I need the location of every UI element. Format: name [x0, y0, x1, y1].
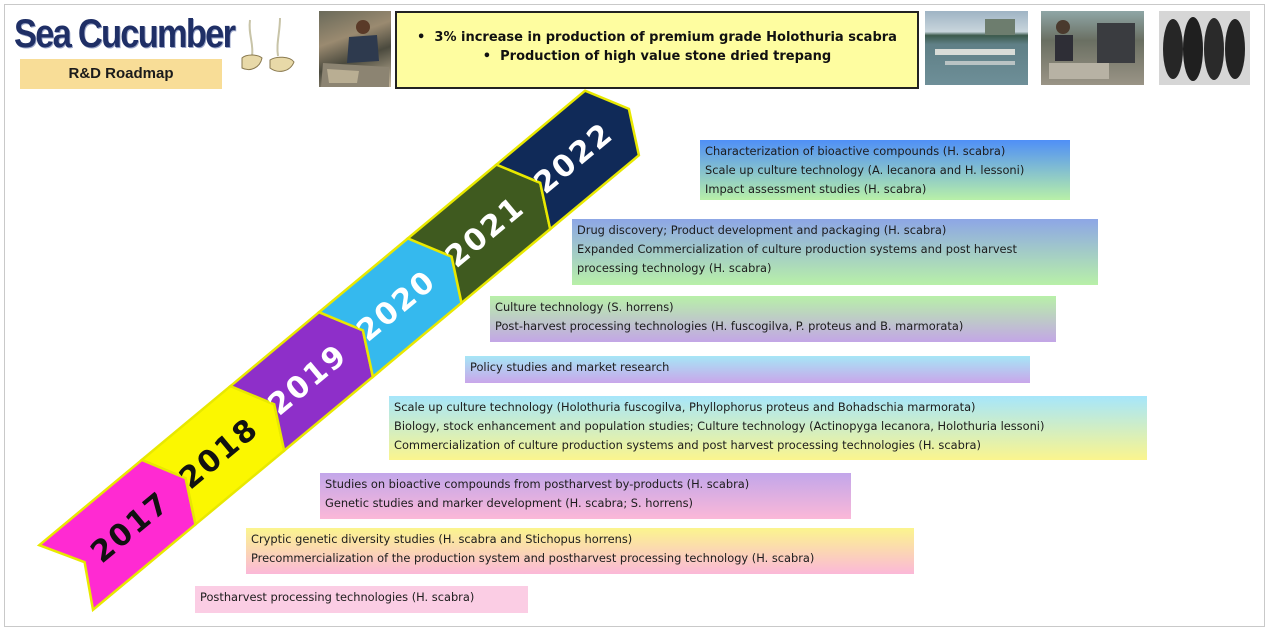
activity-band-2019-policy: Policy studies and market research — [465, 356, 1030, 383]
shovels-image — [236, 14, 302, 82]
activity-band-2022: Characterization of bioactive compounds … — [700, 140, 1070, 200]
activity-line: Scale up culture technology (A. lecanora… — [705, 163, 1025, 177]
activity-band-2021: Drug discovery; Product development and … — [572, 219, 1098, 285]
activity-band-2017: Cryptic genetic diversity studies (H. sc… — [246, 528, 914, 574]
processing-photo — [1041, 11, 1144, 85]
dried-trepang-photo — [1159, 11, 1250, 85]
year-segment-2022 — [494, 89, 641, 232]
goal-item-2: • Production of high value stone dried t… — [482, 49, 832, 64]
activity-line: Commercialization of culture production … — [394, 438, 981, 452]
activity-line: Scale up culture technology (Holothuria … — [394, 400, 976, 414]
activity-band-2019: Scale up culture technology (Holothuria … — [389, 396, 1147, 460]
activity-band-2018: Studies on bioactive compounds from post… — [320, 473, 851, 519]
page-title: Sea Cucumber — [14, 12, 236, 56]
goal-item-1: • 3% increase in production of premium g… — [417, 30, 897, 45]
fishermen-photo — [319, 11, 391, 87]
activity-line: Culture technology (S. horrens) — [495, 300, 674, 314]
activity-line: Postharvest processing technologies (H. … — [200, 590, 475, 604]
activity-band-2020: Culture technology (S. horrens) Post-har… — [490, 296, 1056, 342]
activity-line: Characterization of bioactive compounds … — [705, 144, 1006, 158]
slide-frame — [4, 4, 1265, 627]
goal-text-1: 3% increase in production of premium gra… — [434, 30, 897, 45]
page-subtitle: R&D Roadmap — [20, 59, 222, 89]
activity-line: Genetic studies and marker development (… — [325, 496, 693, 510]
goal-text-2: Production of high value stone dried tre… — [500, 49, 832, 64]
activity-line: Studies on bioactive compounds from post… — [325, 477, 750, 491]
goals-box: • 3% increase in production of premium g… — [395, 11, 919, 89]
activity-line: Drug discovery; Product development and … — [577, 223, 947, 237]
sea-pens-photo — [925, 11, 1028, 85]
activity-line: Policy studies and market research — [470, 360, 670, 374]
activity-line: Cryptic genetic diversity studies (H. sc… — [251, 532, 633, 546]
activity-line: Expanded Commercialization of culture pr… — [577, 242, 1017, 256]
activity-line: Post-harvest processing technologies (H.… — [495, 319, 964, 333]
activity-band-2017-postharvest: Postharvest processing technologies (H. … — [195, 586, 528, 613]
activity-line: Impact assessment studies (H. scabra) — [705, 182, 927, 196]
activity-line: processing technology (H. scabra) — [577, 261, 772, 275]
activity-line: Biology, stock enhancement and populatio… — [394, 419, 1045, 433]
activity-line: Precommercialization of the production s… — [251, 551, 815, 565]
